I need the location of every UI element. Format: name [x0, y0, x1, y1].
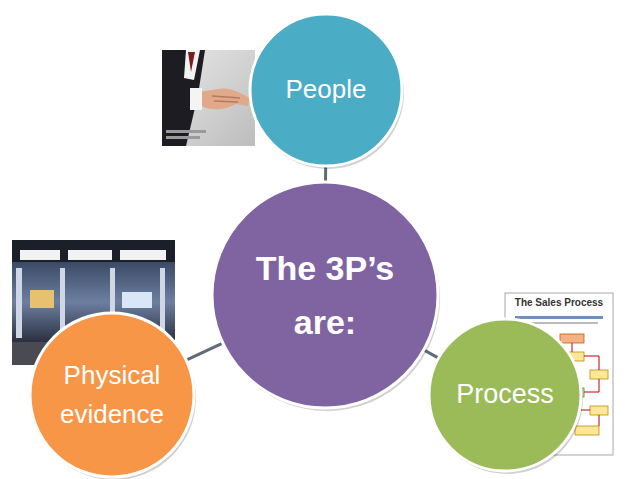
physical-evidence-circle: Physical evidence [28, 311, 196, 479]
circle-fill [212, 182, 438, 408]
center-circle: The 3P’s are: [210, 180, 440, 410]
node-label: Process [456, 377, 554, 412]
node-label: People [286, 73, 367, 107]
node-label: Physical evidence [48, 356, 176, 434]
connector-stroke [186, 343, 222, 360]
connector-line [186, 343, 222, 360]
document-title: The Sales Process [510, 297, 608, 309]
circle-shape [210, 180, 440, 410]
people-circle: People [248, 12, 404, 168]
node-text-group: Physical evidence [48, 356, 176, 434]
handshake-photo [162, 50, 255, 146]
circle-shape [28, 311, 196, 479]
node-label: The 3P’s are: [250, 241, 400, 350]
circle-fill [429, 319, 581, 471]
circle-fill [250, 14, 402, 166]
node-text-group: Process [456, 377, 554, 412]
node-text-group: People [286, 73, 367, 107]
node-text-group: The 3P’s are: [250, 241, 400, 350]
circle-fill [30, 313, 194, 477]
process-circle: Process [427, 317, 583, 473]
